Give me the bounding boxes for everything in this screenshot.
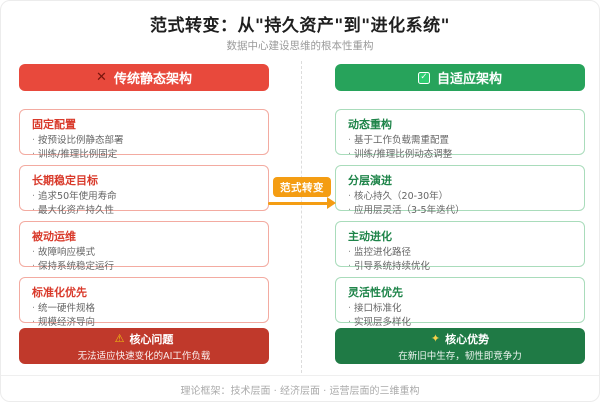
core-problem-text: 无法适应快速变化的AI工作负载: [77, 350, 211, 362]
core-problem-title: ⚠ 核心问题: [115, 331, 174, 347]
card-bullet: 统一硬件规格: [32, 302, 256, 316]
card-title: 被动运维: [32, 230, 76, 243]
card-bullet: 应用层灵活（3-5年迭代）: [348, 204, 572, 218]
card-bullet: 监控进化路径: [348, 246, 572, 260]
card-bullet: 训练/推理比例动态调整: [348, 148, 572, 162]
paradigm-shift-badge: 范式转变: [273, 177, 331, 197]
card-title: 灵活性优先: [348, 286, 403, 299]
card-bullet: 追求50年使用寿命: [32, 190, 256, 204]
core-problem-label: 核心问题: [129, 332, 174, 346]
adaptive-header-label: 自适应架构: [436, 72, 502, 87]
shift-arrow: [268, 202, 328, 205]
footer-divider: [1, 375, 599, 376]
card-bullet: 按预设比例静态部署: [32, 134, 256, 148]
core-advantage-text: 在新旧中生存，韧性即竞争力: [398, 350, 522, 362]
card-title: 动态重构: [348, 118, 392, 131]
card-bullet: 引导系统持续优化: [348, 260, 572, 274]
card-bullet: 故障响应模式: [32, 246, 256, 260]
core-advantage-title: ✦ 核心优势: [431, 331, 489, 347]
card-title: 标准化优先: [32, 286, 87, 299]
card-bullet: 保持系统稳定运行: [32, 260, 256, 274]
warning-icon: ⚠: [114, 332, 125, 345]
card-bullet: 基于工作负载需重配置: [348, 134, 572, 148]
center-divider: [301, 61, 302, 373]
card-fixed-config: 固定配置 按预设比例静态部署 训练/推理比例固定: [19, 109, 269, 160]
card-title: 固定配置: [32, 118, 76, 131]
card-bullet: 训练/推理比例固定: [32, 148, 256, 162]
card-bullet: 实现层多样化: [348, 316, 572, 330]
card-title: 主动进化: [348, 230, 392, 243]
core-problem-box: ⚠ 核心问题 无法适应快速变化的AI工作负载: [19, 328, 269, 364]
traditional-header: ✕ 传统静态架构: [19, 64, 269, 91]
card-bullet: 最大化资产持久性: [32, 204, 256, 218]
card-dynamic-reconfig: 动态重构 基于工作负载需重配置 训练/推理比例动态调整: [335, 109, 585, 160]
card-title: 分层演进: [348, 174, 392, 187]
page-subtitle: 数据中心建设思维的根本性重构: [226, 40, 374, 52]
card-bullet: 接口标准化: [348, 302, 572, 316]
footer-note: 理论框架：技术层面 · 经济层面 · 运营层面的三维重构: [180, 386, 420, 397]
card-active-evolution: 主动进化 监控进化路径 引导系统持续优化: [335, 221, 585, 272]
card-flexibility-first: 灵活性优先 接口标准化 实现层多样化: [335, 277, 585, 328]
card-standardization: 标准化优先 统一硬件规格 规模经济导向: [19, 277, 269, 328]
cross-icon: ✕: [96, 70, 107, 85]
card-long-term-goal: 长期稳定目标 追求50年使用寿命 最大化资产持久性: [19, 165, 269, 216]
card-layered-evolution: 分层演进 核心持久（20-30年） 应用层灵活（3-5年迭代）: [335, 165, 585, 216]
adaptive-header: ✓ 自适应架构: [335, 64, 585, 91]
sparkle-icon: ✦: [430, 332, 441, 345]
traditional-header-label: 传统静态架构: [113, 72, 192, 87]
core-advantage-box: ✦ 核心优势 在新旧中生存，韧性即竞争力: [335, 328, 585, 364]
shift-arrow-head-icon: [327, 197, 336, 209]
check-icon: ✓: [417, 71, 430, 84]
card-passive-ops: 被动运维 故障响应模式 保持系统稳定运行: [19, 221, 269, 272]
page-title: 范式转变：从"持久资产"到"进化系统": [150, 16, 450, 36]
card-bullet: 核心持久（20-30年）: [348, 190, 572, 204]
card-bullet: 规模经济导向: [32, 316, 256, 330]
card-title: 长期稳定目标: [32, 174, 98, 187]
core-advantage-label: 核心优势: [445, 332, 490, 346]
